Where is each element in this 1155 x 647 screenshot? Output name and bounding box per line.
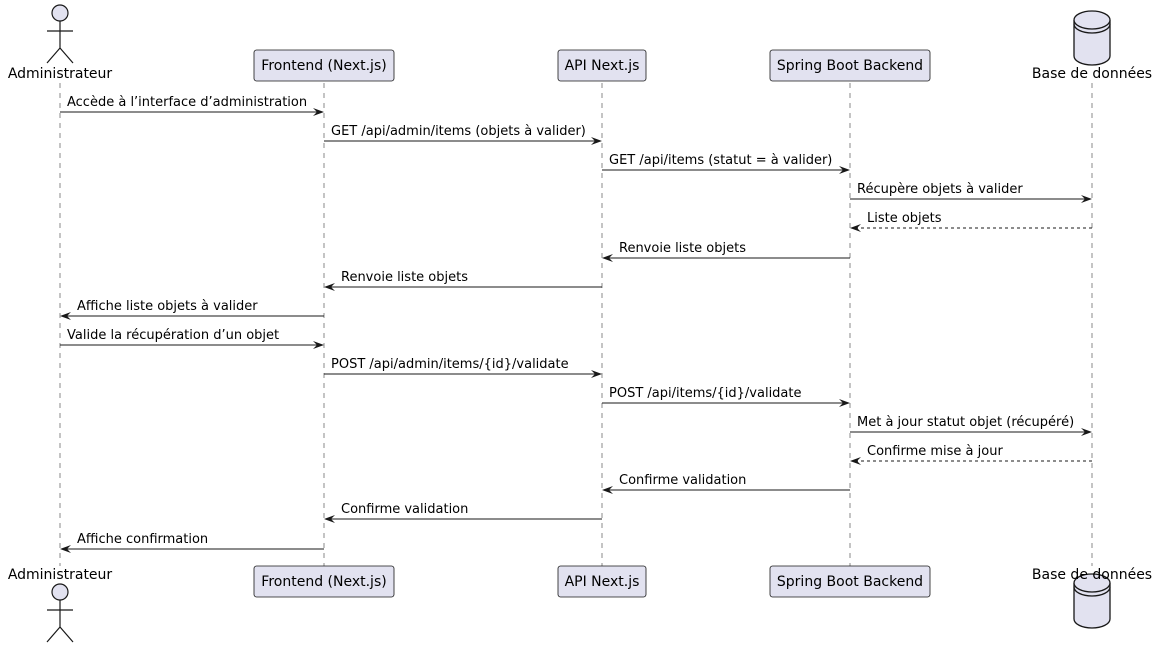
lifelines [59, 83, 1093, 566]
database-label: Base de données [1032, 567, 1152, 583]
message-label: GET /api/items (statut = à valider) [609, 153, 832, 168]
message-6-backend-to-api: Renvoie liste objets [602, 241, 850, 262]
actor-bottom-admin: Administrateur [8, 567, 113, 643]
message-1-admin-to-frontend: Accède à l’interface d’administration [60, 95, 324, 116]
participant-box [253, 565, 395, 598]
arrowhead-icon [839, 399, 850, 407]
message-label: Accède à l’interface d’administration [67, 95, 307, 110]
participant-bottom-api: API Next.js [557, 565, 647, 598]
message-10-frontend-to-api: POST /api/admin/items/{id}/validate [324, 357, 602, 378]
participant-label: Frontend (Next.js) [261, 58, 386, 74]
participant-label: API Next.js [565, 58, 640, 74]
arrowhead-icon [324, 515, 335, 523]
participant-top-backend: Spring Boot Backend [769, 49, 931, 82]
participant-label: Spring Boot Backend [777, 58, 923, 74]
message-label: Affiche liste objets à valider [77, 299, 258, 314]
message-4-backend-to-db: Récupère objets à valider [850, 182, 1092, 203]
message-7-api-to-frontend: Renvoie liste objets [324, 270, 602, 291]
message-16-frontend-to-admin: Affiche confirmation [60, 532, 324, 553]
arrowhead-icon [839, 166, 850, 174]
message-label: GET /api/admin/items (objets à valider) [331, 124, 586, 139]
arrowhead-icon [1081, 428, 1092, 436]
message-label: Met à jour statut objet (récupéré) [857, 415, 1074, 430]
message-label: POST /api/admin/items/{id}/validate [331, 357, 569, 372]
arrowhead-icon [602, 486, 613, 494]
database-bottom-db: Base de données [1032, 567, 1152, 629]
participant-label: Spring Boot Backend [777, 574, 923, 590]
arrowhead-icon [591, 137, 602, 145]
message-label: Affiche confirmation [77, 532, 208, 547]
message-label: Renvoie liste objets [619, 241, 746, 256]
message-9-admin-to-frontend: Valide la récupération d’un objet [60, 328, 324, 349]
actor-icon [46, 4, 74, 64]
messages: Accède à l’interface d’administrationGET… [60, 95, 1092, 553]
message-11-api-to-backend: POST /api/items/{id}/validate [602, 386, 850, 407]
message-15-api-to-frontend: Confirme validation [324, 502, 602, 523]
participant-box [557, 565, 647, 598]
participant-top-api: API Next.js [557, 49, 647, 82]
participant-bottom-frontend: Frontend (Next.js) [253, 565, 395, 598]
actor-label: Administrateur [8, 567, 113, 583]
arrowhead-icon [313, 108, 324, 116]
message-2-frontend-to-api: GET /api/admin/items (objets à valider) [324, 124, 602, 145]
participant-box [253, 49, 395, 82]
participant-box [769, 565, 931, 598]
message-5-db-to-backend: Liste objets [850, 211, 1092, 232]
arrowhead-icon [313, 341, 324, 349]
participant-label: Frontend (Next.js) [261, 574, 386, 590]
database-label: Base de données [1032, 66, 1152, 82]
message-label: Confirme validation [341, 502, 468, 517]
actor-icon [46, 583, 74, 643]
arrowhead-icon [850, 457, 861, 465]
message-label: Liste objets [867, 211, 942, 226]
arrowhead-icon [324, 283, 335, 291]
actor-top-admin: Administrateur [8, 4, 113, 82]
message-label: Confirme mise à jour [867, 444, 1003, 459]
message-12-backend-to-db: Met à jour statut objet (récupéré) [850, 415, 1092, 436]
message-label: Récupère objets à valider [857, 182, 1023, 197]
arrowhead-icon [60, 312, 71, 320]
arrowhead-icon [1081, 195, 1092, 203]
message-label: Confirme validation [619, 473, 746, 488]
arrowhead-icon [591, 370, 602, 378]
arrowhead-icon [602, 254, 613, 262]
database-icon [1073, 10, 1111, 66]
message-13-db-to-backend: Confirme mise à jour [850, 444, 1092, 465]
message-label: Valide la récupération d’un objet [67, 328, 279, 343]
message-3-api-to-backend: GET /api/items (statut = à valider) [602, 153, 850, 174]
database-top-db: Base de données [1032, 10, 1152, 82]
database-icon [1073, 573, 1111, 629]
message-label: Renvoie liste objets [341, 270, 468, 285]
participant-top-frontend: Frontend (Next.js) [253, 49, 395, 82]
message-14-backend-to-api: Confirme validation [602, 473, 850, 494]
message-label: POST /api/items/{id}/validate [609, 386, 802, 401]
arrowhead-icon [60, 545, 71, 553]
participant-box [769, 49, 931, 82]
participant-bottom-backend: Spring Boot Backend [769, 565, 931, 598]
participant-label: API Next.js [565, 574, 640, 590]
participant-box [557, 49, 647, 82]
message-8-frontend-to-admin: Affiche liste objets à valider [60, 299, 324, 320]
arrowhead-icon [850, 224, 861, 232]
actor-label: Administrateur [8, 66, 113, 82]
